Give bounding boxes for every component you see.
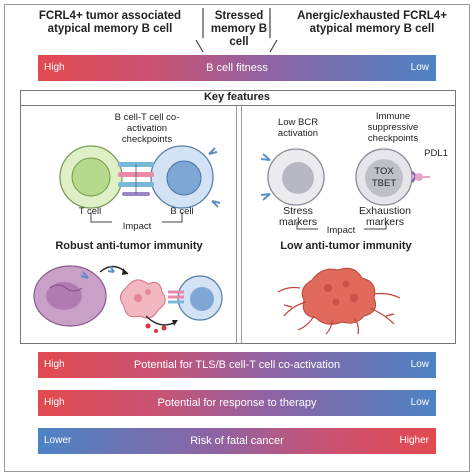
impact-label-right: Impact [318, 225, 364, 236]
right-title: Anergic/exhausted FCRL4+ atypical memory… [297, 10, 447, 35]
right-cells-graphic [260, 148, 430, 206]
bar3-right: Higher [399, 435, 429, 446]
key-features-title: Key features [203, 91, 271, 103]
header-dividers [195, 8, 278, 53]
bar1-title: Potential for TLS/B cell-T cell co-activ… [133, 359, 341, 371]
fitness-bar: High B cell fitness Low [38, 55, 436, 81]
immune-checkpoints-label: Immune suppressive checkpoints [367, 111, 419, 144]
bottom-bar-2: High Potential for response to therapy L… [38, 390, 436, 416]
bar2-left: High [44, 397, 65, 408]
low-bcr-label: Low BCR activation [277, 117, 319, 139]
bottom-bar-1: High Potential for TLS/B cell-T cell co-… [38, 352, 436, 378]
b-cell-label: B cell [170, 206, 194, 217]
tumor-killing-graphic [33, 265, 223, 333]
bar3-title: Risk of fatal cancer [190, 435, 284, 447]
exhaustion-markers-label: Exhaustion markers [359, 205, 411, 228]
bar2-right: Low [410, 397, 429, 408]
tbet-label: TBET [371, 178, 397, 189]
fitness-high-label: High [44, 62, 65, 73]
left-title: FCRL4+ tumor associated atypical memory … [38, 10, 182, 35]
stress-markers-label: Stress markers [279, 205, 317, 228]
checkpoint-label: B cell-T cell co-activation checkpoints [114, 112, 180, 145]
left-cells-graphic [59, 145, 221, 209]
bar1-left: High [44, 359, 65, 370]
right-outcome: Low anti-tumor immunity [280, 240, 412, 252]
t-cell-label: T cell [78, 206, 102, 217]
fitness-low-label: Low [410, 62, 429, 73]
bottom-bar-3: Lower Risk of fatal cancer Higher [38, 428, 436, 454]
tox-label: TOX [374, 166, 394, 177]
pdl1-label: PDL1 [424, 148, 448, 159]
tumor-graphic [277, 267, 401, 335]
bar1-right: Low [410, 359, 429, 370]
center-title: Stressed memory B cell [210, 10, 268, 48]
panel-divider [236, 105, 242, 343]
bar2-title: Potential for response to therapy [157, 397, 317, 409]
outer-border [4, 4, 470, 472]
features-panel [20, 105, 456, 344]
key-features-box [20, 90, 456, 106]
fitness-title: B cell fitness [206, 62, 268, 74]
impact-label-left: Impact [112, 221, 162, 232]
left-outcome: Robust anti-tumor immunity [55, 240, 203, 252]
bar3-left: Lower [44, 435, 72, 446]
